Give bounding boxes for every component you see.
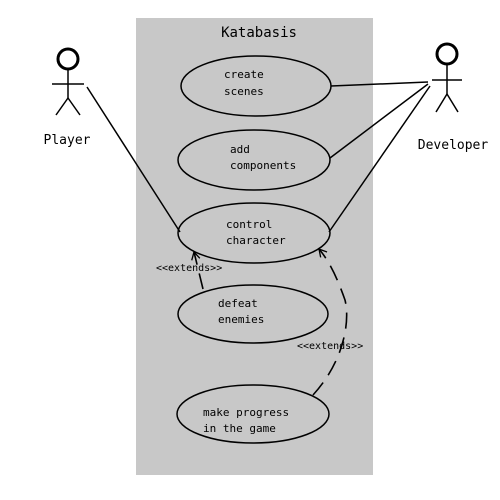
association-developer-control	[328, 85, 431, 233]
use-case-control-character-line1: control	[226, 218, 272, 231]
actor-player-leg-left	[55, 97, 69, 116]
actor-player-label: Player	[44, 133, 91, 148]
use-case-control-character-line2: character	[226, 234, 286, 247]
actor-developer-label: Developer	[418, 138, 489, 153]
extends-progress-label: <<extends>>	[297, 341, 363, 352]
use-case-control-character-shape	[177, 202, 331, 264]
association-player-control	[86, 86, 181, 233]
use-case-make-progress-shape	[176, 384, 330, 444]
use-case-add-components: add components	[177, 129, 331, 191]
actor-player: Player	[44, 47, 91, 148]
extends-defeat-label: <<extends>>	[156, 263, 222, 274]
use-case-make-progress-line2: in the game	[203, 422, 276, 435]
use-case-control-character: control character	[177, 202, 331, 264]
actor-developer: Developer	[418, 42, 489, 153]
extends-defeat-to-control	[191, 250, 204, 290]
actor-developer-leg-right	[446, 93, 459, 113]
system-boundary	[136, 18, 373, 475]
extends-progress-to-control	[312, 247, 348, 396]
actor-developer-leg-left	[435, 93, 448, 113]
use-case-create-scenes: create scenes	[180, 55, 332, 117]
system-title: Katabasis	[221, 25, 297, 41]
association-developer-create	[330, 81, 429, 87]
association-developer-add	[329, 83, 429, 159]
use-case-create-scenes-shape	[180, 55, 332, 117]
use-case-add-components-line1: add	[230, 143, 250, 156]
actor-player-leg-right	[67, 97, 81, 116]
actor-developer-head	[435, 42, 459, 66]
use-case-add-components-line2: components	[230, 159, 296, 172]
use-case-add-components-shape	[177, 129, 331, 191]
use-case-defeat-enemies-line1: defeat	[218, 297, 258, 310]
use-case-defeat-enemies-line2: enemies	[218, 313, 264, 326]
use-case-defeat-enemies-shape	[177, 284, 329, 344]
use-case-defeat-enemies: defeat enemies	[177, 284, 329, 344]
use-case-create-scenes-line2: scenes	[224, 85, 264, 98]
use-case-make-progress-line1: make progress	[203, 406, 289, 419]
actor-player-head	[56, 47, 80, 71]
use-case-make-progress: make progress in the game	[176, 384, 330, 444]
use-case-create-scenes-line1: create	[224, 68, 264, 81]
